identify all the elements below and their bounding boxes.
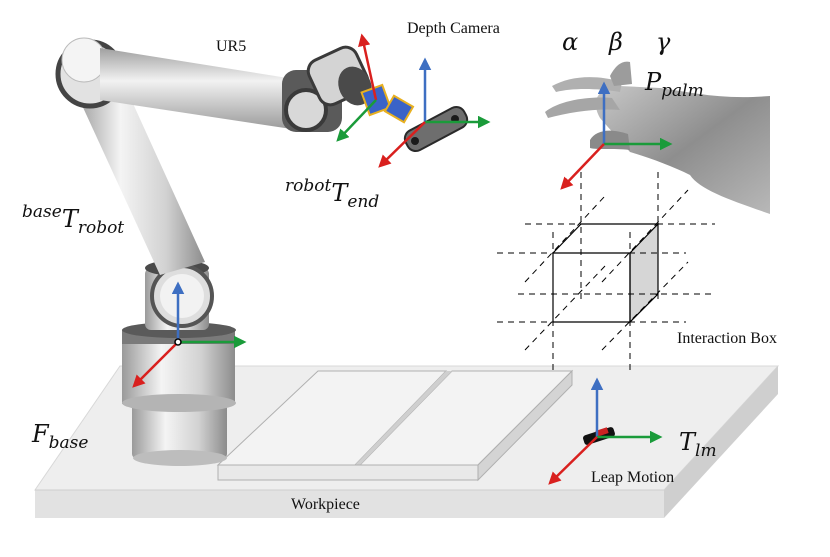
frame-leap-motion bbox=[548, 377, 663, 485]
hand-thumb bbox=[590, 130, 630, 150]
end-x-axis bbox=[336, 99, 377, 142]
depth-camera-assembly bbox=[360, 83, 469, 153]
gamma-label: γ bbox=[656, 28, 671, 56]
table-front bbox=[35, 490, 664, 518]
p-palm-label: Ppalm bbox=[645, 68, 704, 101]
base-t-robot-label: baseTrobot bbox=[22, 202, 125, 239]
hand-palm bbox=[595, 86, 770, 214]
palm-y-axis bbox=[560, 143, 605, 190]
frame-robot-base bbox=[132, 281, 247, 388]
base-y-axis bbox=[132, 341, 179, 388]
workpiece-front bbox=[217, 464, 479, 481]
depth-camera-label: Depth Camera bbox=[407, 20, 500, 37]
workpiece-label: Workpiece bbox=[291, 496, 360, 513]
camera-mount-bracket bbox=[383, 94, 415, 124]
leap-motion-label: Leap Motion bbox=[591, 469, 675, 486]
upper-arm-link bbox=[100, 48, 300, 130]
frame-palm bbox=[560, 81, 673, 190]
frame-end-effector bbox=[336, 33, 378, 142]
beta-label: β bbox=[609, 28, 623, 56]
t-lm-label: Tlm bbox=[679, 428, 717, 461]
frame-camera bbox=[378, 57, 491, 168]
workpiece-groove bbox=[355, 371, 452, 465]
end-z-axis bbox=[358, 33, 378, 101]
robot-t-end-label: robotTend bbox=[285, 176, 380, 213]
elbow-joint bbox=[284, 88, 328, 132]
f-base-label: Fbase bbox=[32, 420, 89, 453]
hand-finger-1 bbox=[545, 97, 620, 118]
interaction-box bbox=[497, 172, 715, 375]
lm-y-axis bbox=[548, 436, 598, 485]
interaction-box-label: Interaction Box bbox=[677, 330, 777, 347]
ur5-label: UR5 bbox=[216, 38, 247, 55]
lower-arm-link bbox=[75, 75, 205, 275]
ur5-robot-arm bbox=[55, 37, 372, 330]
hand-finger-3 bbox=[610, 61, 632, 86]
camera-y-axis bbox=[378, 121, 426, 168]
workpiece bbox=[216, 369, 574, 482]
depth-camera-body bbox=[403, 105, 469, 153]
table-side-right bbox=[664, 366, 778, 518]
alpha-label: α bbox=[562, 28, 579, 56]
